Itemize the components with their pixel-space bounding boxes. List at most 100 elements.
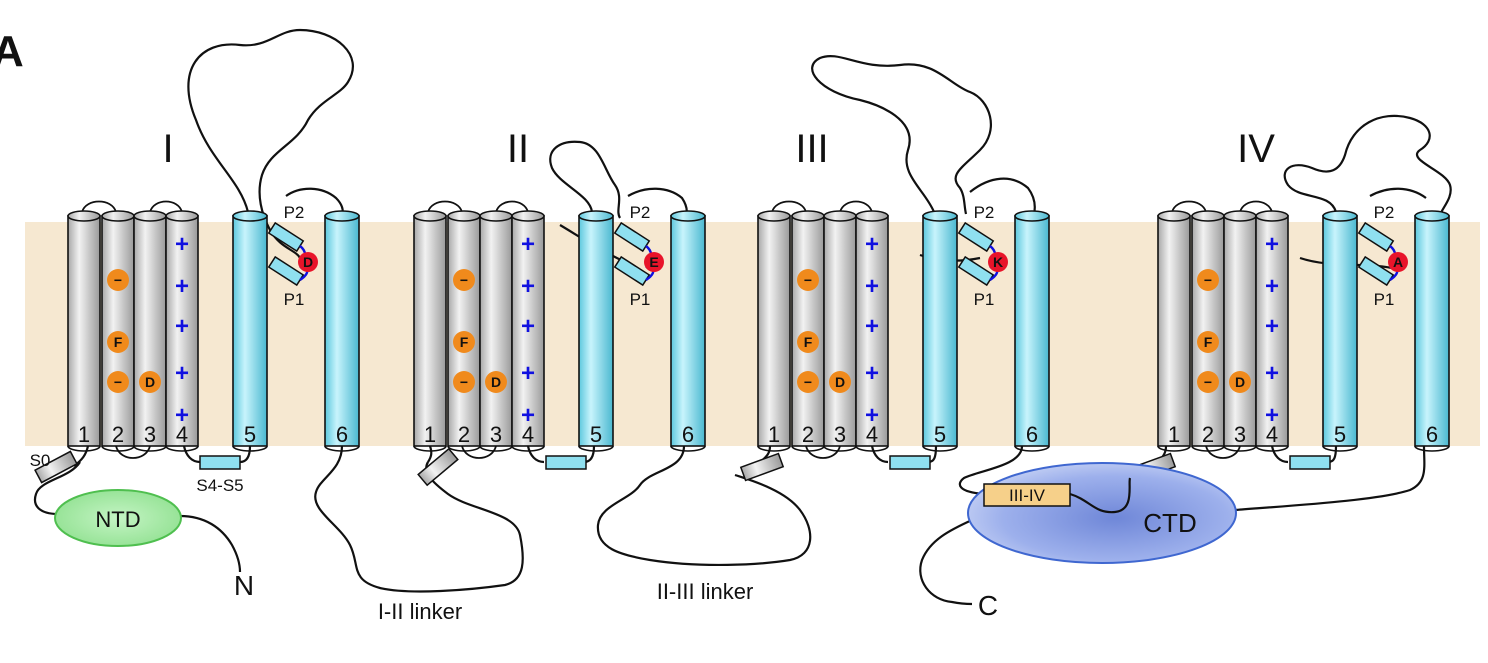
panel-label: A: [0, 27, 24, 76]
domain-ii-s2-helix: [447, 210, 481, 452]
svg-text:−: −: [460, 374, 468, 390]
domain-i-s6-helix: [324, 210, 360, 452]
domain-iii-segment-number: 6: [1026, 422, 1038, 447]
iii-iv-linker-label: III-IV: [1009, 486, 1046, 505]
domain-iii-s4-helix: [855, 210, 889, 452]
domain-ii-s4-charge: +: [521, 360, 535, 387]
ntd-to-n: [179, 514, 242, 573]
domain-ii-p1-label: P1: [630, 290, 651, 309]
c-terminus-label: C: [978, 590, 998, 621]
domain-iii-s4-charge: +: [865, 360, 879, 387]
c-terminus-tail: [919, 518, 973, 606]
domain-i-s3-helix: [133, 210, 167, 452]
domain-ii-s4-charge: +: [521, 402, 535, 429]
domain-i-segment-number: 4: [176, 422, 188, 447]
ctd-to-s6: [1234, 445, 1426, 512]
domain-iv-segment-number: 4: [1266, 422, 1278, 447]
domain-iii-segment-number: 1: [768, 422, 780, 447]
domain-iv-s4-charge: +: [1265, 313, 1279, 340]
domain-i-s1-helix: [67, 210, 101, 452]
svg-text:D: D: [145, 374, 155, 390]
domain-iv-p2-label: P2: [1374, 203, 1395, 222]
domain-iii-vsd-loops: [771, 200, 873, 459]
domain-i-numeral: I: [162, 127, 173, 171]
domain-i-p2-label: P2: [284, 203, 305, 222]
domain-ii-s5-helix: [578, 210, 614, 452]
domain-iii-s4-to-s4s5: [870, 445, 889, 464]
domain-ii-f-residue: F: [453, 331, 475, 353]
svg-text:−: −: [1204, 272, 1212, 288]
svg-text:D: D: [303, 254, 313, 270]
domain-iv-vsd-loops: [1171, 200, 1273, 459]
domain-iv-s3-helix: [1223, 210, 1257, 452]
domain-iii-s4-charge: +: [865, 313, 879, 340]
domain-ii-s4-charge: +: [521, 313, 535, 340]
ctd-label: CTD: [1143, 508, 1196, 538]
domain-i-s4s5-helix: [199, 455, 241, 470]
domain-ii-s0-helix: [417, 447, 459, 487]
domain-iv-d-residue: D: [1229, 371, 1251, 393]
domain-iii-s4-charge: +: [865, 273, 879, 300]
domain-i-s0-helix: [34, 450, 78, 484]
domain-i-selectivity-residue: D: [298, 252, 318, 272]
domain-iii-p2-label: P2: [974, 203, 995, 222]
domain-iv-segment-number: 3: [1234, 422, 1246, 447]
domain-i-s4-helix: [165, 210, 199, 452]
domain-ii-s5-pore-loop: [549, 140, 622, 219]
domain-iii-s6-helix: [1014, 210, 1050, 452]
svg-text:−: −: [804, 374, 812, 390]
domain-iii-negative-residue-2: −: [797, 371, 819, 393]
domain-i-segment-number: 3: [144, 422, 156, 447]
domain-i-negative-residue-2: −: [107, 371, 129, 393]
domain-iv-segment-number: 2: [1202, 422, 1214, 447]
domain-iv-s4-charge: +: [1265, 360, 1279, 387]
domain-ii-segment-number: 5: [590, 422, 602, 447]
domain-ii-s4-charge: +: [521, 231, 535, 258]
domain-iii-s0-helix: [739, 452, 785, 482]
ii-iii-linker-label: II-III linker: [657, 579, 754, 604]
domain-iii-segment-number: 3: [834, 422, 846, 447]
domain-iv-s1-helix: [1157, 210, 1191, 452]
domain-ii-segment-number: 4: [522, 422, 534, 447]
domain-iii-s3-helix: [823, 210, 857, 452]
domain-iv-s4-to-s4s5: [1270, 445, 1289, 464]
domain-ii-s0-to-s1: [427, 445, 433, 463]
domain-iii-pore-to-s6: [969, 177, 1036, 215]
domain-iii-segment-number: 2: [802, 422, 814, 447]
svg-text:F: F: [804, 334, 813, 350]
domain-iv-f-residue: F: [1197, 331, 1219, 353]
domain-i-s4s5-to-s5: [239, 445, 252, 464]
domain-i-negative-residue-1: −: [107, 269, 129, 291]
domain-iii-s5-helix: [922, 210, 958, 452]
domain-iii-s4-charge: +: [865, 402, 879, 429]
svg-text:K: K: [993, 254, 1003, 270]
domain-ii-s6-helix: [670, 210, 706, 452]
domain-iii-negative-residue-1: −: [797, 269, 819, 291]
domain-iv-segment-number: 5: [1334, 422, 1346, 447]
s4s5-label: S4-S5: [196, 476, 243, 495]
svg-text:F: F: [460, 334, 469, 350]
domain-i-segment-number: 1: [78, 422, 90, 447]
domain-iv-s4s5-helix: [1289, 455, 1331, 470]
domain-iv-s4-helix: [1255, 210, 1289, 452]
domain-ii-vsd-loops: [427, 200, 529, 459]
svg-text:E: E: [649, 254, 658, 270]
domain-ii-segment-number: 2: [458, 422, 470, 447]
domain-iv-s5-pore-loop: [1283, 114, 1452, 217]
svg-text:D: D: [1235, 374, 1245, 390]
s0-label: S0: [30, 451, 51, 470]
domain-iv-s4-charge: +: [1265, 273, 1279, 300]
domain-ii-s4-charge: +: [521, 273, 535, 300]
svg-text:−: −: [114, 374, 122, 390]
domain-iii-s4s5-helix: [889, 455, 931, 470]
domain-iv-pore-to-s6: [1369, 187, 1427, 199]
i-ii-linker: [314, 445, 524, 593]
iii-iv-linker-in: [958, 445, 1024, 496]
domain-ii-segment-number: 6: [682, 422, 694, 447]
domain-ii-segment-number: 3: [490, 422, 502, 447]
domain-ii-segment-number: 1: [424, 422, 436, 447]
